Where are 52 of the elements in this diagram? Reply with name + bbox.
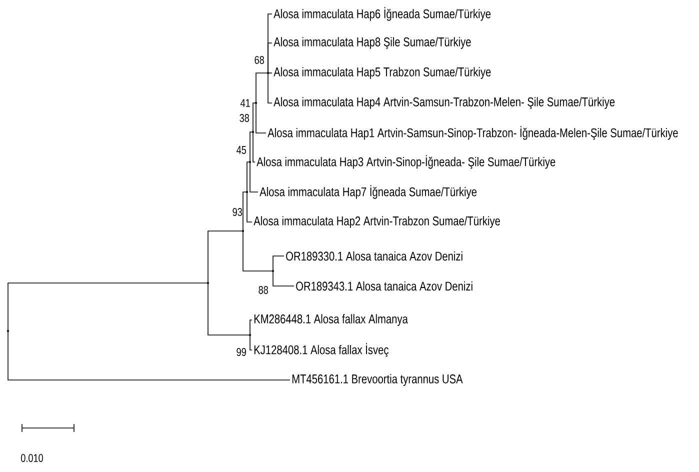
bootstrap-value: 88 <box>258 286 268 294</box>
tree-branch <box>242 230 274 272</box>
branch-point <box>242 230 244 232</box>
scale-label: 0.010 <box>21 454 43 462</box>
branch-point <box>254 102 258 104</box>
tree-branch <box>250 334 252 350</box>
tree-branch <box>268 42 272 74</box>
taxon-label: Alosa immaculata Hap7 İğneada Sumae/Türkiye <box>260 185 477 199</box>
tree-branch <box>252 132 256 162</box>
taxon-label: OR189330.1 Alosa tanaica Azov Denizi <box>286 251 462 261</box>
branch-point <box>252 130 254 134</box>
tree-branch <box>242 192 248 232</box>
tree-branch <box>272 270 294 286</box>
bootstrap-value: 99 <box>236 348 246 356</box>
tree-branch <box>268 72 272 104</box>
tree-branch <box>208 282 250 336</box>
branch-point <box>272 270 274 272</box>
tree-branch <box>252 102 256 132</box>
taxon-label: Alosa immaculata Hap3 Artvin-Sinop-İğneada- Şile Sumae/Türkiye <box>256 155 556 169</box>
bootstrap-value: 41 <box>240 99 250 107</box>
taxon-label: Alosa immaculata Hap2 Artvin-Trabzon Sumae/Türkiye <box>254 216 500 228</box>
branch-point <box>248 160 252 164</box>
tree-branch <box>250 320 252 336</box>
tree-branch <box>250 132 254 162</box>
branch-point <box>248 334 252 336</box>
tree-branch <box>272 256 284 272</box>
taxon-label: MT456161.1 Brevoortia tyrannus USA <box>292 374 463 386</box>
branch-point <box>246 190 248 194</box>
bootstrap-value: 68 <box>254 56 264 64</box>
bootstrap-value: 38 <box>240 114 250 122</box>
tree-branch <box>268 72 272 74</box>
tree-branch <box>208 230 244 284</box>
tree-branch <box>256 72 268 104</box>
tree-branch <box>8 282 208 332</box>
tree-branch <box>246 192 252 222</box>
branch-point <box>6 330 10 332</box>
taxon-label: Alosa immaculata Hap4 Artvin-Samsun-Trabzon-Melen- Şile Sumae/Türkiye <box>274 97 615 109</box>
taxon-label: Alosa immaculata Hap8 Şile Sumae/Türkiye <box>274 37 471 49</box>
tree-branch <box>246 162 250 192</box>
taxon-label: OR189343.1 Alosa tanaica Azov Denizi <box>296 281 472 291</box>
taxon-label: Alosa immaculata Hap5 Trabzon Sumae/Türkiye <box>274 67 491 79</box>
taxon-label: Alosa immaculata Hap6 İğneada Sumae/Türkiye <box>274 7 491 21</box>
tree-branch <box>256 102 266 134</box>
taxon-label: KM286448.1 Alosa fallax Almanya <box>254 314 408 326</box>
taxon-label: KJ128408.1 Alosa fallax İsveç <box>254 343 389 357</box>
bootstrap-value: 45 <box>236 146 246 154</box>
branch-point <box>266 72 270 74</box>
branch-point <box>206 282 210 284</box>
tree-branch <box>250 162 258 192</box>
taxon-label: Alosa immaculata Hap1 Artvin-Samsun-Sinop-Trabzon- İğneada-Melen-Şile Sumae/Türkiye <box>268 126 678 140</box>
tree-branch <box>8 330 290 380</box>
bootstrap-value: 93 <box>232 208 242 216</box>
